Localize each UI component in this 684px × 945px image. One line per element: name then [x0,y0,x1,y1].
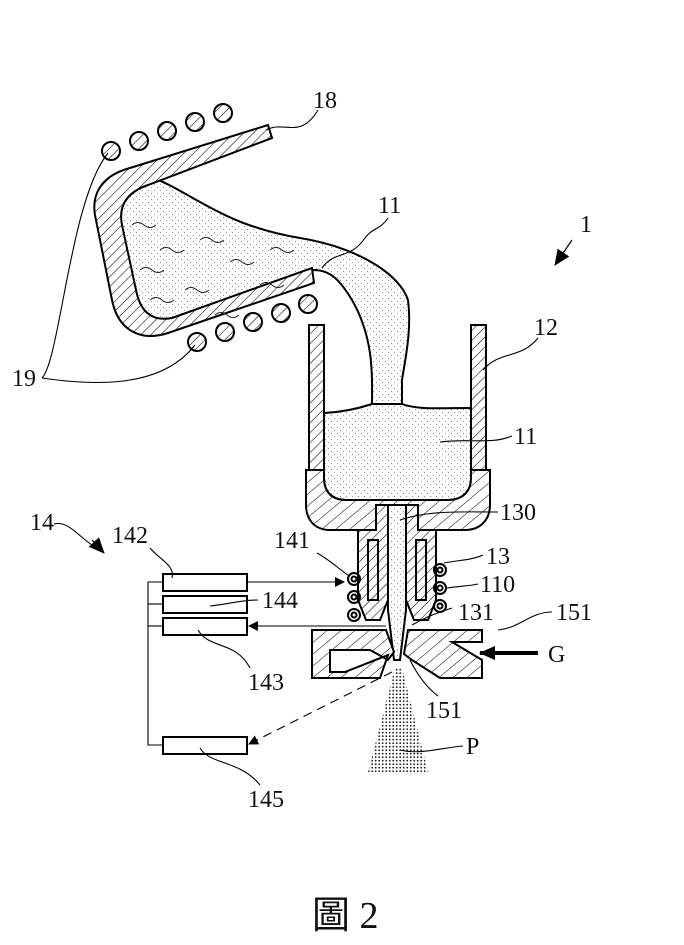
label-control-unit: 14 [30,510,54,536]
tundish-wall-left [308,324,325,478]
label-gas-nozzle-bottom: 151 [426,698,462,724]
melt-wave [199,237,225,243]
apparatus-arrow [554,239,573,266]
tundish-wall-right [470,324,487,478]
label-melt-top: 11 [378,193,401,219]
label-nozzle-inlet: 130 [500,500,536,526]
nozzle [357,504,437,661]
leader-lines [41,109,553,786]
gas-atomizer [311,629,483,679]
tundish-base [305,469,491,531]
label-nozzle-coil: 110 [480,572,515,598]
tundish [305,324,491,531]
label-crucible: 18 [313,88,337,114]
label-gas-nozzle-top: 151 [556,600,592,626]
label-apparatus: 1 [580,212,592,238]
figure-caption: 圖 2 [312,895,379,937]
module-142-box [162,573,248,592]
melt-wave [214,312,240,318]
nozzle-coil-left [347,572,361,622]
melt-wave [259,282,285,288]
crucible [93,123,411,405]
melt-wave [131,222,157,228]
crucible-wall [93,123,316,337]
control-unit-arrow [88,537,105,554]
melt-stream-in-nozzle [387,504,407,661]
melt-wave [149,297,175,303]
nozzle-coil-right [433,563,447,613]
module-145-box [162,736,248,755]
label-module-143: 143 [248,670,284,696]
label-module-144: 144 [262,588,298,614]
label-module-145: 145 [248,787,284,813]
crucible-coils-bottom [187,294,318,352]
melt-wave [139,267,165,273]
label-nozzle-outlet: 131 [458,600,494,626]
label-module-142: 142 [112,523,148,549]
label-coil-141: 141 [274,528,310,554]
control-unit [147,573,393,755]
melt-wave [229,259,255,265]
label-nozzle: 13 [486,544,510,570]
label-melt-tundish: 11 [514,424,537,450]
melt-wave [159,247,185,253]
melt-wave [184,287,210,293]
module-144-box [162,595,248,614]
label-gas: G [548,642,565,668]
module-143-box [162,617,248,636]
label-crucible-coils: 19 [12,366,36,392]
melt-wave [269,247,295,253]
powder-spray [368,668,428,772]
melt-in-tundish [323,403,472,501]
label-tundish: 12 [534,315,558,341]
label-powder: P [466,734,479,760]
dashed-sensor-arrow [248,671,393,745]
